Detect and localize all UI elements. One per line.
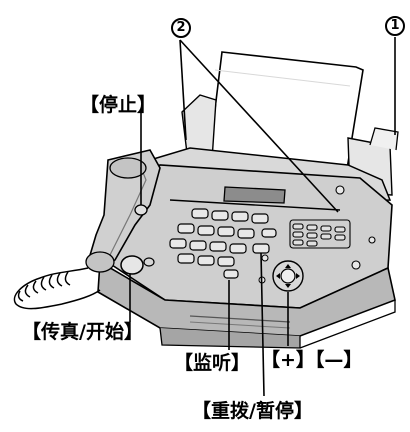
redial-pause-button[interactable]	[252, 243, 270, 254]
callout-number-1: 1	[385, 16, 405, 36]
function-keys	[289, 219, 351, 249]
stop-label: 【停止】	[80, 94, 157, 116]
redial-pause-label: 【重拨/暂停】	[192, 400, 313, 422]
callout-number-2: 2	[171, 18, 191, 38]
stop-button[interactable]	[134, 204, 148, 216]
handset	[85, 149, 161, 273]
monitor-button[interactable]	[223, 269, 239, 279]
keypad	[169, 208, 277, 267]
plus-minus-label: 【+】【—】	[261, 349, 363, 371]
fax-start-label: 【传真/开始】	[22, 321, 143, 343]
callout-lines	[129, 37, 396, 397]
monitor-label: 【监听】	[174, 352, 251, 374]
fax-start-button[interactable]	[120, 255, 155, 275]
coiled-cord	[13, 267, 101, 310]
navigator-plus-minus[interactable]	[272, 260, 304, 292]
